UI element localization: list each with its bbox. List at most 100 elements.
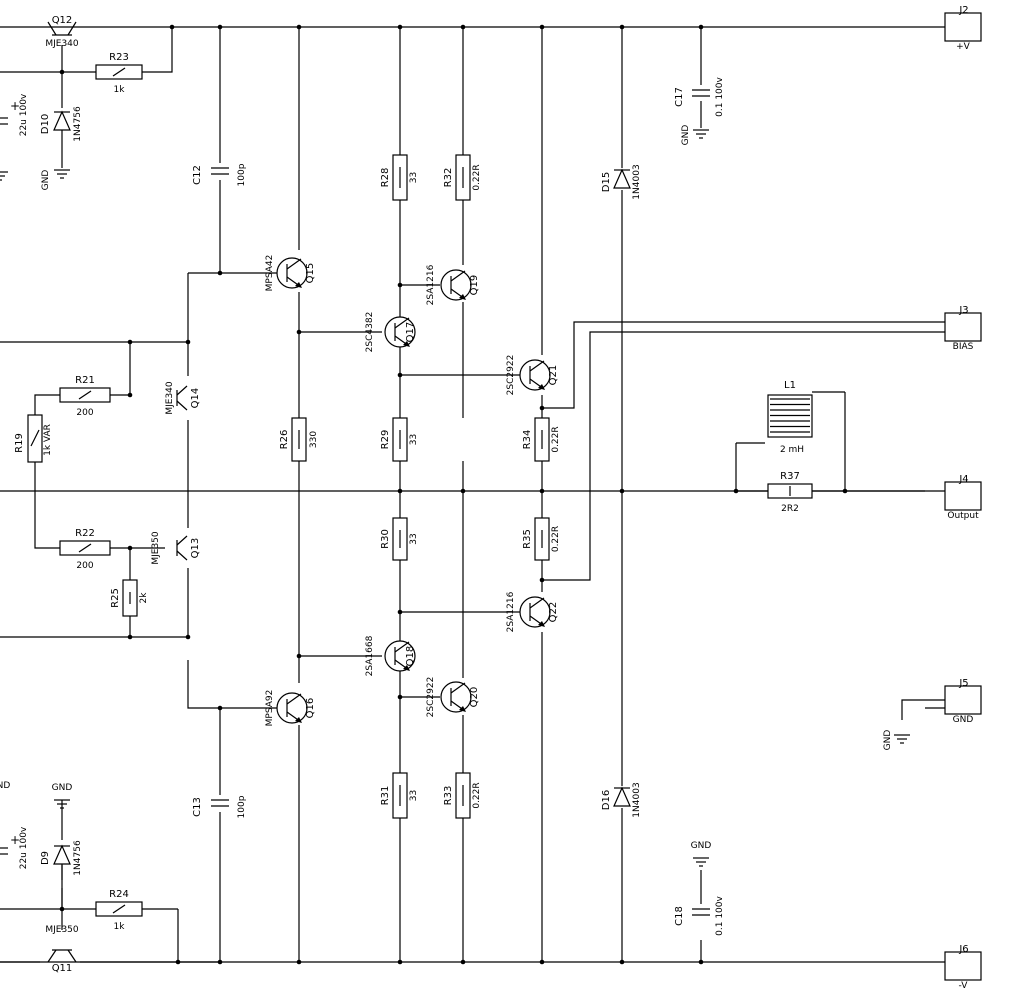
transistor-ref: Q19 [469,275,480,296]
resistor-value: 200 [76,561,93,571]
junction-dot [842,488,848,494]
resistor-value: 33 [409,790,419,801]
transistor-part: MJE350 [45,925,79,935]
junction-dot [619,959,625,965]
transistor-part: 2SC2922 [506,355,516,396]
transistor-ref: Q18 [405,646,416,667]
resistor-value: 33 [409,533,419,544]
ground-label: GND [52,783,73,793]
junction-dot [185,634,191,640]
polarity-plus: + [10,833,20,847]
junction-dot [733,488,739,494]
connector-label: GND [953,715,974,725]
junction-dot [397,488,403,494]
junction-dot [127,545,133,551]
polarity-plus: + [10,99,20,113]
junction-dot [175,959,181,965]
ground-symbol: GND [681,125,709,145]
transistor-ref: Q11 [52,963,73,974]
capacitor-value: 100p [237,795,247,818]
junction-dot [296,329,302,335]
resistor-value: 33 [409,172,419,183]
inductor-ref: L1 [784,380,796,391]
resistor-value: 0.22R [551,426,561,452]
transistor-q11: Q11 MJE350 [45,925,79,974]
ground-symbol: GND [691,841,711,867]
junction-dot [397,372,403,378]
capacitor-value: 22u 100v [19,826,29,869]
diode-ref: D10 [40,114,51,134]
ground-symbol: GND [52,783,73,809]
connector-ref: J6 [958,944,968,955]
junction-dot [127,392,133,398]
resistor-ref: R29 [380,430,391,450]
transistor-part: 2SC2922 [426,677,436,718]
transistor-ref: Q17 [405,322,416,343]
diode-d16: D16 1N4003 [601,782,642,817]
resistor-ref: R28 [380,168,391,188]
transistor-ref: Q22 [548,602,559,623]
transistor-part: MJE340 [165,381,175,415]
transistor-part: MPSA42 [265,255,275,292]
junction-dot [296,653,302,659]
transistor-ref: Q21 [548,365,559,386]
resistor-ref: R33 [443,786,454,806]
junction-dot [397,959,403,965]
connector-label: -V [959,981,969,991]
resistor-ref: R31 [380,786,391,806]
diode-part: 1N4003 [632,782,642,817]
capacitor-ref: C13 [192,797,203,817]
ground-label: GND [0,781,10,791]
resistor-ref: R35 [522,529,533,549]
junction-dot [397,609,403,615]
resistor-value: 1k [114,85,126,95]
transistor-q21: Q21 2SC2922 [506,355,559,396]
resistor-r31: R31 33 [380,772,419,819]
transistor-part: MJE350 [151,531,161,565]
ground-symbol: GND [883,730,910,750]
junction-dot [127,634,133,640]
junction-dot [185,339,191,345]
diode-ref: D9 [40,851,51,865]
resistor-ref: R37 [780,471,800,482]
resistor-value: 2R2 [781,504,799,514]
junction-dot [698,24,704,30]
junction-dot [460,24,466,30]
capacitor-value: 0.1 100v [715,895,725,935]
diode-part: 1N4003 [632,164,642,199]
connector-j6: J6 -V [944,944,982,991]
junction-dot [460,488,466,494]
transistor-q19: Q19 2SA1216 [426,264,480,305]
transistor-part: 2SA1216 [426,264,436,305]
resistor-value: 33 [409,434,419,445]
junction-dot [217,24,223,30]
diode-ref: D16 [601,790,612,810]
wires [0,24,945,965]
transistor-part: 2SA1668 [365,635,375,676]
connector-ref: J2 [958,5,968,16]
resistor-ref: R26 [279,430,290,450]
transistor-part: MJE340 [45,39,79,49]
resistor-r28: R28 33 [380,154,419,201]
junction-dot [619,24,625,30]
resistor-value: 1k VAR [43,424,53,456]
junction-dot [397,694,403,700]
